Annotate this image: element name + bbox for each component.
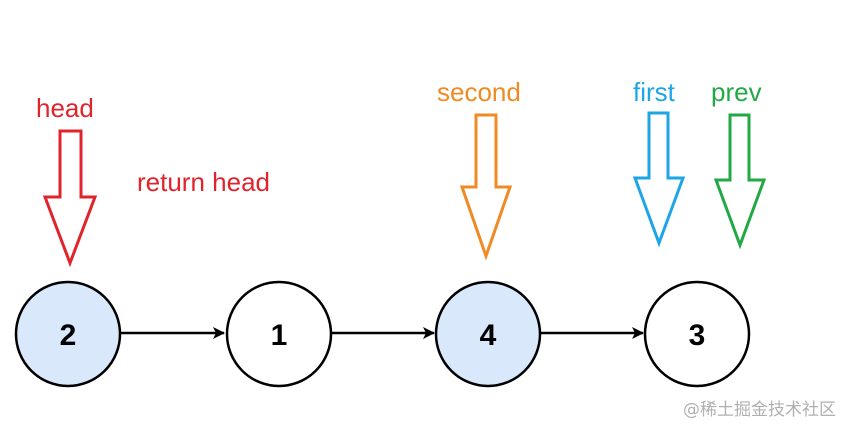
node-circle	[434, 280, 542, 388]
node-value: 4	[480, 319, 497, 352]
second-pointer-arrow-icon	[459, 113, 513, 261]
node-value: 2	[60, 319, 77, 352]
node-circle	[643, 280, 751, 388]
list-node: 3	[643, 280, 751, 388]
node-circle	[14, 280, 122, 388]
node-circle	[225, 280, 333, 388]
node-value: 3	[689, 319, 706, 352]
second-label: second	[437, 77, 521, 107]
prev-pointer-arrow-icon	[713, 113, 767, 250]
prev-label: prev	[711, 77, 762, 107]
head-label: head	[36, 93, 94, 123]
list-node: 1	[225, 280, 333, 388]
return-head-label: return head	[137, 167, 270, 197]
first-pointer-arrow-icon	[632, 111, 686, 248]
list-node: 4	[434, 280, 542, 388]
first-label: first	[633, 77, 676, 107]
node-value: 1	[271, 319, 288, 352]
list-node: 2	[14, 280, 122, 388]
watermark: @稀土掘金技术社区	[683, 400, 836, 420]
head-pointer-arrow-icon	[42, 129, 98, 268]
